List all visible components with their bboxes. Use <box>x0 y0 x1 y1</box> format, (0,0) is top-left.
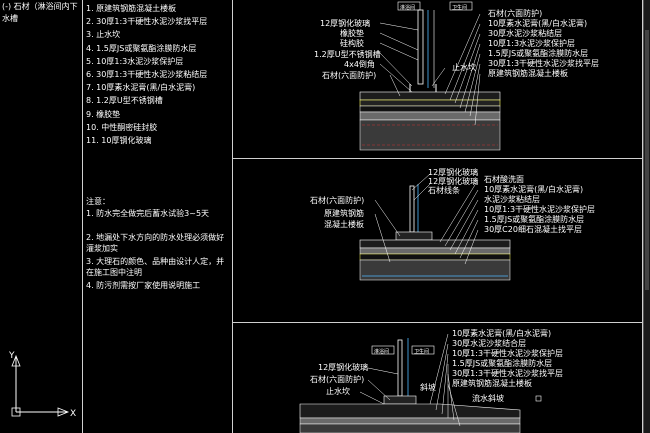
detail-label: 硅构胶 <box>340 38 364 48</box>
detail-label: 止水坎 <box>452 62 476 72</box>
detail-label: 30厚C20细石混凝土找平层 <box>484 224 582 234</box>
detail-label: 原建筑钢筋混凝土楼板 <box>452 378 532 388</box>
detail-label: 4x4倒角 <box>344 59 375 69</box>
pick-box-icon <box>535 395 542 402</box>
leader-lines <box>379 13 481 126</box>
area-tag-label: 淋浴间 <box>374 348 389 355</box>
layer-protect <box>359 253 511 261</box>
leader-lines <box>359 333 461 427</box>
stone-curb <box>395 231 433 241</box>
detail-label: 1.5厚JS或聚氨酯涂膜防水层 <box>484 214 584 224</box>
material-item: 6. 30厚1:3干硬性水泥沙浆粘结层 <box>86 70 208 79</box>
detail-label: 10厚1:3水泥沙浆保护层 <box>488 38 575 48</box>
detail-2: 12厚钢化玻璃 12厚钢化玻璃 石材线条 石材(六面防护) 原建筑钢筋 混凝土楼… <box>310 167 595 281</box>
material-item: 7. 10厚素水泥膏(黑/白水泥膏) <box>86 83 196 93</box>
material-item: 2. 30厚1:3干硬性水泥沙浆找平层 <box>86 17 208 27</box>
area-tag-label: 卫生间 <box>414 348 429 355</box>
detail-label: 10厚素水泥膏(黑/白水泥膏) <box>452 328 551 338</box>
area-tag-label: 淋浴间 <box>400 4 415 11</box>
layer-stone <box>359 91 501 101</box>
detail-label: 30厚1:3干硬性水泥沙浆找平层 <box>488 58 599 68</box>
area-tag-box <box>371 345 395 355</box>
material-item: 9. 橡胶垫 <box>86 109 121 119</box>
detail-label: 10厚素水泥膏(黑/白水泥膏) <box>488 18 587 28</box>
detail-label: 1.5厚JS或聚氨酯涂膜防水层 <box>488 48 588 58</box>
detail-label: 石材(六面防护) <box>488 8 542 18</box>
stone-curb <box>383 395 417 405</box>
material-item: 10. 中性酮密硅封胶 <box>86 122 158 132</box>
layer-concrete <box>359 111 501 121</box>
detail-label: 30厚水泥沙浆结合层 <box>452 338 526 348</box>
glass-panel <box>409 185 415 233</box>
svg-text:Y: Y <box>8 351 15 361</box>
notes-heading: 注意： <box>86 197 110 206</box>
material-item: 4. 1.5厚JS或聚氨酯涂膜防水层 <box>86 43 197 53</box>
detail-label: 30厚1:3干硬性水泥沙浆找平层 <box>452 368 563 378</box>
leader-lines <box>374 173 479 265</box>
detail-1: 淋浴间 卫生间 <box>314 1 599 151</box>
frame-line <box>232 322 642 323</box>
svg-text:X: X <box>70 409 76 419</box>
detail-label: 石材线条 <box>428 185 460 195</box>
detail-label: 1.2厚U型不锈钢槽 <box>314 49 381 59</box>
detail-label: 12厚钢化玻璃 <box>320 18 370 28</box>
detail-label: 10厚1:3干硬性水泥沙浆保护层 <box>484 204 595 214</box>
detail-label: 橡胶垫 <box>340 28 364 38</box>
detail-label: 12厚钢化玻璃 <box>428 176 478 186</box>
frame-line <box>232 158 642 159</box>
layer-slab <box>359 259 511 281</box>
detail-label: 1.5厚JS或聚氨酯涂膜防水层 <box>452 358 552 368</box>
material-item: 11. 10厚钢化玻璃 <box>86 136 152 145</box>
detail-label: 原建筑钢筋混凝土楼板 <box>488 68 568 78</box>
detail-label: 石材(六面防护) <box>322 70 376 80</box>
detail-label: 12厚钢化玻璃 <box>428 167 478 177</box>
layer-protect <box>359 105 501 113</box>
layer-stone <box>299 403 521 419</box>
vertical-scrollbar[interactable] <box>643 0 650 433</box>
frame-line <box>232 0 233 433</box>
area-tag-box <box>397 1 421 11</box>
layer-mortar <box>299 417 521 425</box>
area-tag-label: 卫生间 <box>452 4 467 11</box>
note-item: 1. 防水完全做完后蓄水试验3~5天 <box>86 209 210 218</box>
detail-label: 30厚水泥沙浆粘结层 <box>488 28 562 38</box>
layer-slab <box>299 423 521 433</box>
detail-label: 石材(六面防护) <box>310 195 364 205</box>
detail-label: 混凝土楼板 <box>324 219 364 229</box>
layer-mortar <box>359 247 511 255</box>
note-item: 2. 地漏处下水方向的防水处理必须做好灌浆加实 <box>86 233 225 253</box>
frame-line <box>642 0 643 433</box>
glass-panel <box>397 339 403 397</box>
ucs-axis-icon: Y X <box>8 351 76 419</box>
detail-3: 淋浴间 卫生间 12厚钢化玻璃 石材(六面防护) 止水坎 <box>299 328 563 433</box>
note-item: 4. 防污剂需按厂家使用说明施工 <box>86 281 201 290</box>
drawing-title: (-) 石材（淋浴间内下水槽 <box>2 2 78 23</box>
detail-label: 止水坎 <box>326 386 350 396</box>
note-item: 3. 大理石的颜色、品种由设计人定，并在施工图中注明 <box>86 257 225 277</box>
layer-stone <box>359 239 511 249</box>
glass-panel <box>417 9 424 85</box>
detail-label: 10厚1:3干硬性水泥沙浆保护层 <box>452 348 563 358</box>
material-item: 5. 10厚1:3水泥沙浆保护层 <box>86 56 184 66</box>
frame-line <box>82 0 83 433</box>
area-tag-box <box>449 1 473 11</box>
detail-label: 10厚素水泥膏(黑/白水泥膏) <box>484 184 583 194</box>
layer-mortar <box>359 99 501 107</box>
detail-label: 石材酸洗面 <box>484 174 524 184</box>
scrollbar-thumb[interactable] <box>645 30 649 290</box>
detail-label: 原建筑钢筋 <box>324 208 364 218</box>
detail-label: 水泥沙浆粘结层 <box>484 194 540 204</box>
detail-label: 12厚钢化玻璃 <box>318 362 368 372</box>
material-item: 1. 原建筑钢筋混凝土楼板 <box>86 4 177 13</box>
detail-label: 石材(六面防护) <box>310 374 364 384</box>
area-tag-box <box>411 345 435 355</box>
layer-slab <box>359 119 501 151</box>
material-item: 8. 1.2厚U型不锈钢槽 <box>86 96 163 106</box>
detail-label: 流水斜坡 <box>472 393 504 403</box>
material-item: 3. 止水坎 <box>86 30 121 40</box>
detail-label: 斜坡 <box>420 382 436 392</box>
